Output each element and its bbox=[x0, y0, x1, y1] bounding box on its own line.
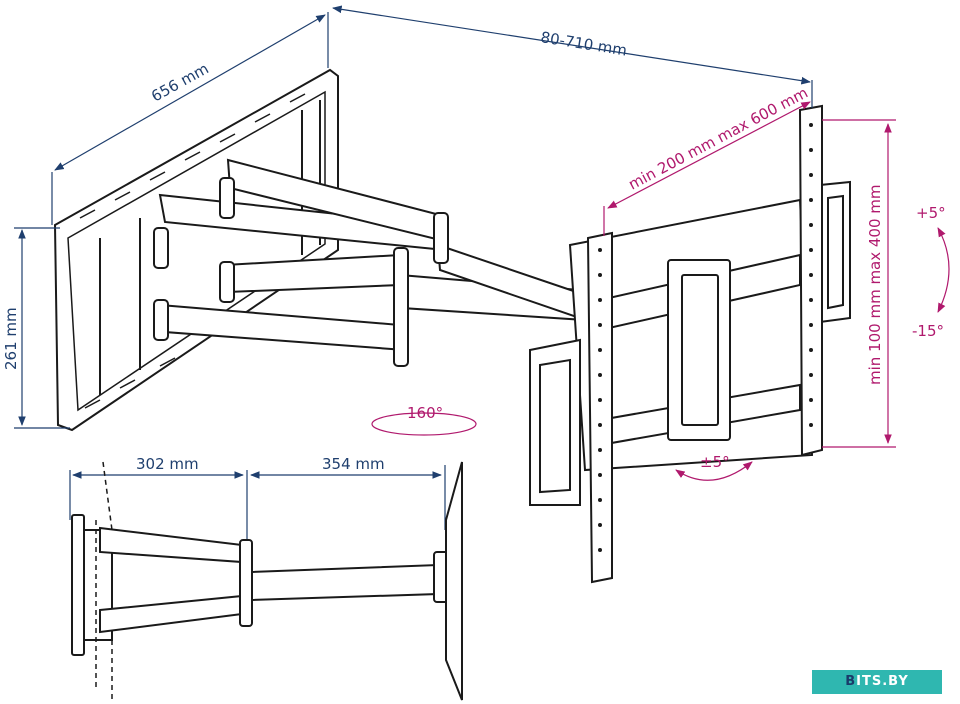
arm-second-label: 354 mm bbox=[322, 455, 385, 473]
watermark: BITS.BY bbox=[812, 670, 942, 694]
vesa-horizontal-label: min 200 mm max 600 mm bbox=[625, 84, 810, 194]
arm-first-label: 302 mm bbox=[136, 455, 199, 473]
dimension-lines bbox=[14, 5, 813, 540]
wall-plate bbox=[53, 68, 339, 432]
rotation-angle-label: ±5° bbox=[700, 453, 730, 471]
vesa-vertical-label: min 100 mm max 400 mm bbox=[866, 184, 884, 385]
side-view-hidden-lines bbox=[95, 461, 113, 700]
watermark-lead: B bbox=[845, 674, 857, 689]
swivel-angle-label: 160° bbox=[407, 404, 443, 422]
tilt-down-label: -15° bbox=[912, 322, 944, 340]
vesa-bracket bbox=[529, 104, 851, 584]
watermark-rest: ITS.BY bbox=[856, 674, 909, 689]
vesa-dimension-lines bbox=[371, 101, 950, 481]
height-label: 261 mm bbox=[2, 307, 20, 370]
side-view bbox=[71, 461, 463, 701]
depth-range-label: 80-710 mm bbox=[539, 28, 628, 59]
vesa-holes bbox=[598, 123, 813, 552]
arm-assembly bbox=[153, 158, 601, 367]
tilt-up-label: +5° bbox=[916, 204, 946, 222]
